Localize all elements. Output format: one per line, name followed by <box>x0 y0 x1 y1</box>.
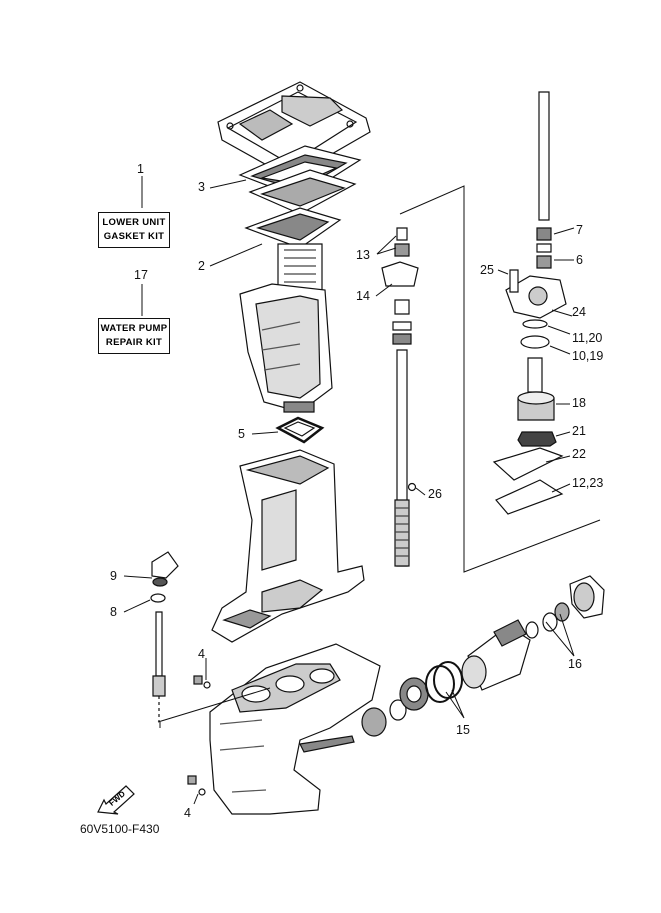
bearing <box>399 677 429 711</box>
kit-line: REPAIR KIT <box>105 337 163 348</box>
gasket-2 <box>244 207 342 249</box>
seal-housing-14 <box>381 261 419 345</box>
callout-18: 18 <box>572 396 586 410</box>
drive-shaft <box>394 349 410 567</box>
callout-4-lower: 4 <box>184 806 191 820</box>
callout-5: 5 <box>238 427 245 441</box>
callout-12-23: 12,23 <box>572 476 604 490</box>
callout-6: 6 <box>576 253 583 267</box>
callout-21: 21 <box>572 424 586 438</box>
callout-16: 16 <box>568 657 582 671</box>
callout-2: 2 <box>198 259 205 273</box>
middle-plate <box>248 169 357 215</box>
callout-1: 1 <box>137 162 144 176</box>
callout-7: 7 <box>576 223 583 237</box>
bearing-housing <box>461 619 531 691</box>
callout-8: 8 <box>110 605 117 619</box>
callout-14: 14 <box>356 289 370 303</box>
water-pump-assembly <box>492 91 567 515</box>
callout-25: 25 <box>480 263 494 277</box>
clip-26 <box>407 482 417 492</box>
assembly-lines <box>157 185 601 728</box>
kit-line: WATER PUMP <box>100 323 168 334</box>
lower-gear-case <box>209 643 381 815</box>
o-rings-15 <box>425 661 463 703</box>
callout-4-upper: 4 <box>198 647 205 661</box>
diagram-reference-code: 60V5100-F430 <box>80 822 160 836</box>
kit-line: GASKET KIT <box>103 231 165 242</box>
bolt-4-lower <box>187 775 206 796</box>
callout-22: 22 <box>572 447 586 461</box>
extension-housing <box>211 449 365 643</box>
shift-rod <box>150 551 179 722</box>
upper-housing <box>239 243 333 413</box>
kit-line: LOWER UNIT <box>102 217 166 228</box>
forward-arrow-icon <box>97 785 135 815</box>
callout-11-20: 11,20 <box>572 331 603 345</box>
upper-mount-plate <box>217 81 371 179</box>
callout-10-19: 10,19 <box>572 349 604 363</box>
callout-24: 24 <box>572 305 586 319</box>
callout-17: 17 <box>134 268 148 282</box>
callout-9: 9 <box>110 569 117 583</box>
bolt-4-upper <box>193 675 211 689</box>
callout-3: 3 <box>198 180 205 194</box>
bushing-13 <box>394 227 410 257</box>
leader-lines <box>123 176 575 805</box>
water-pump-kit-box: WATER PUMP REPAIR KIT <box>98 318 170 354</box>
gasket-kit-box: LOWER UNIT GASKET KIT <box>98 212 170 248</box>
callout-26: 26 <box>428 487 442 501</box>
callout-15: 15 <box>456 723 470 737</box>
callout-13: 13 <box>356 248 370 262</box>
gasket-5 <box>275 416 325 444</box>
bevel-gear <box>361 699 407 737</box>
